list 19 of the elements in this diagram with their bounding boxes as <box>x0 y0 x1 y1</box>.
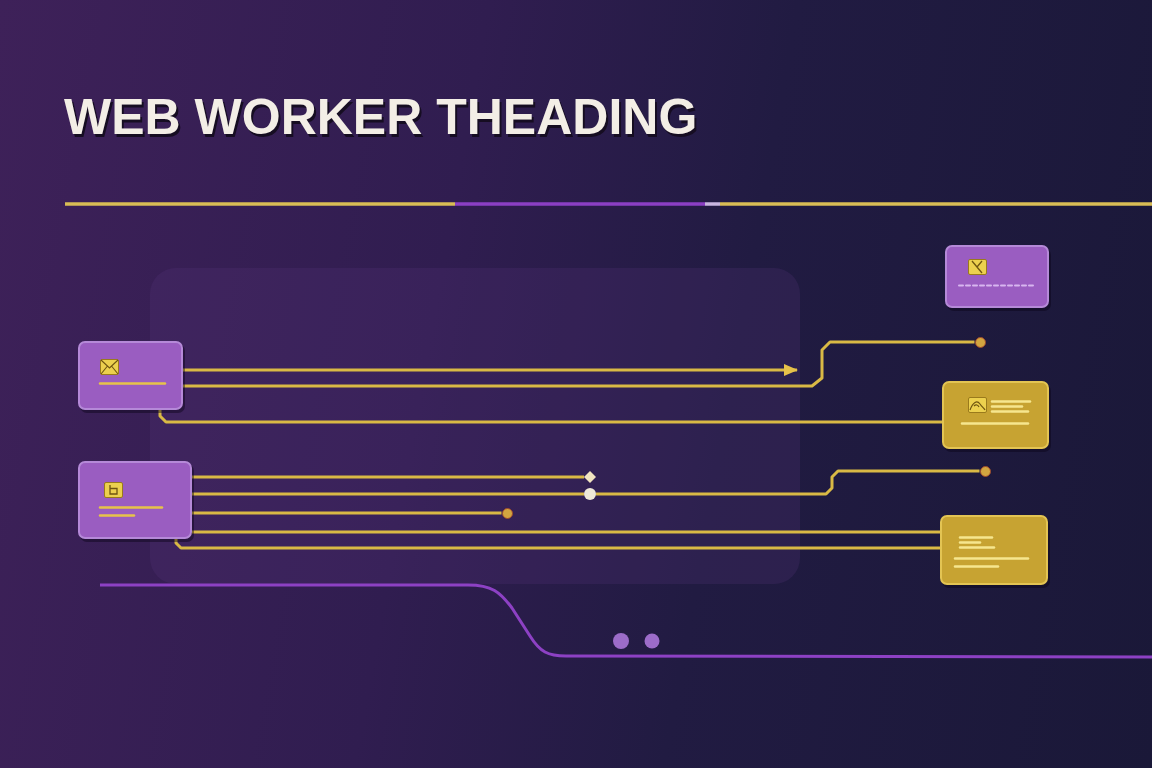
connector-line <box>192 511 502 515</box>
connector-line <box>192 475 584 479</box>
connector-line <box>192 492 584 496</box>
connector-dot <box>974 336 986 348</box>
connector-line <box>158 409 942 424</box>
connector-line <box>596 469 980 496</box>
connector-line <box>174 538 940 550</box>
arrow <box>183 364 798 376</box>
connector-dot <box>584 488 596 500</box>
card <box>78 341 183 410</box>
connector-dot <box>501 507 513 519</box>
connector-line <box>192 530 940 534</box>
connector-line <box>183 340 975 388</box>
title: WEB WORKER THEADING <box>64 90 698 145</box>
card <box>945 245 1049 308</box>
connector-dot <box>979 465 991 477</box>
card <box>940 515 1048 585</box>
card <box>942 381 1049 449</box>
card <box>78 461 192 539</box>
